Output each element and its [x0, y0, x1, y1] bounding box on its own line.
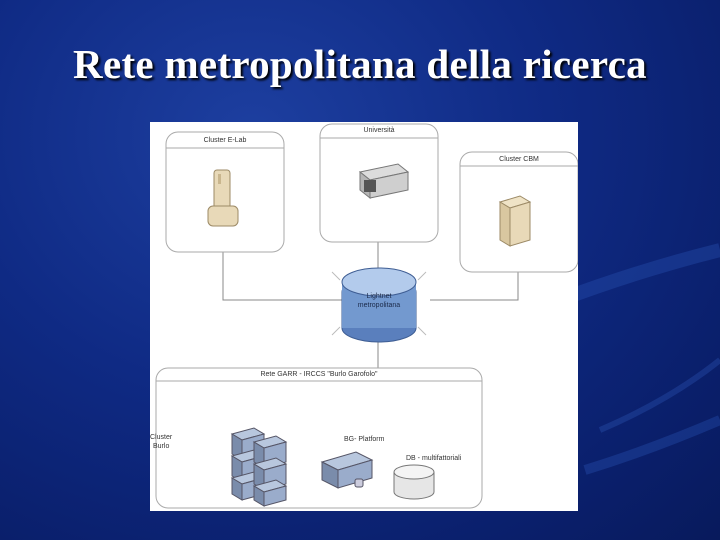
hub-rays	[331, 271, 427, 336]
cluster-elab-title: Cluster E-Lab	[203, 137, 247, 144]
bg-platform-label: BG- Platform	[344, 436, 385, 443]
lightnet-hub	[341, 267, 417, 343]
universita-title: Università	[363, 127, 395, 134]
cluster-cbm-title: Cluster CBM	[499, 156, 539, 163]
diagram-graphics	[155, 123, 578, 509]
cluster-burlo-racks	[230, 427, 288, 507]
hub-label-line2: metropolitana	[357, 302, 401, 309]
bg-platform-server-icon	[320, 451, 374, 489]
universita-server-icon	[358, 163, 410, 200]
elab-server-icon	[207, 169, 239, 227]
cluster-burlo-label-line2: Burlo	[153, 443, 170, 450]
db-cylinder-icon	[393, 464, 435, 500]
cluster-burlo-label-line1: Cluster	[150, 434, 173, 441]
slide-title: Rete metropolitana della ricerca	[73, 41, 647, 87]
db-label: DB - multifattoriali	[406, 455, 462, 462]
rete-garr-title: Rete GARR - IRCCS "Burlo Garofolo"	[260, 371, 378, 378]
network-diagram: Cluster E-Lab Università Cluster CBM Lig…	[150, 122, 578, 511]
cbm-server-icon	[498, 195, 532, 247]
hub-label-line1: Lightnet	[366, 293, 392, 300]
